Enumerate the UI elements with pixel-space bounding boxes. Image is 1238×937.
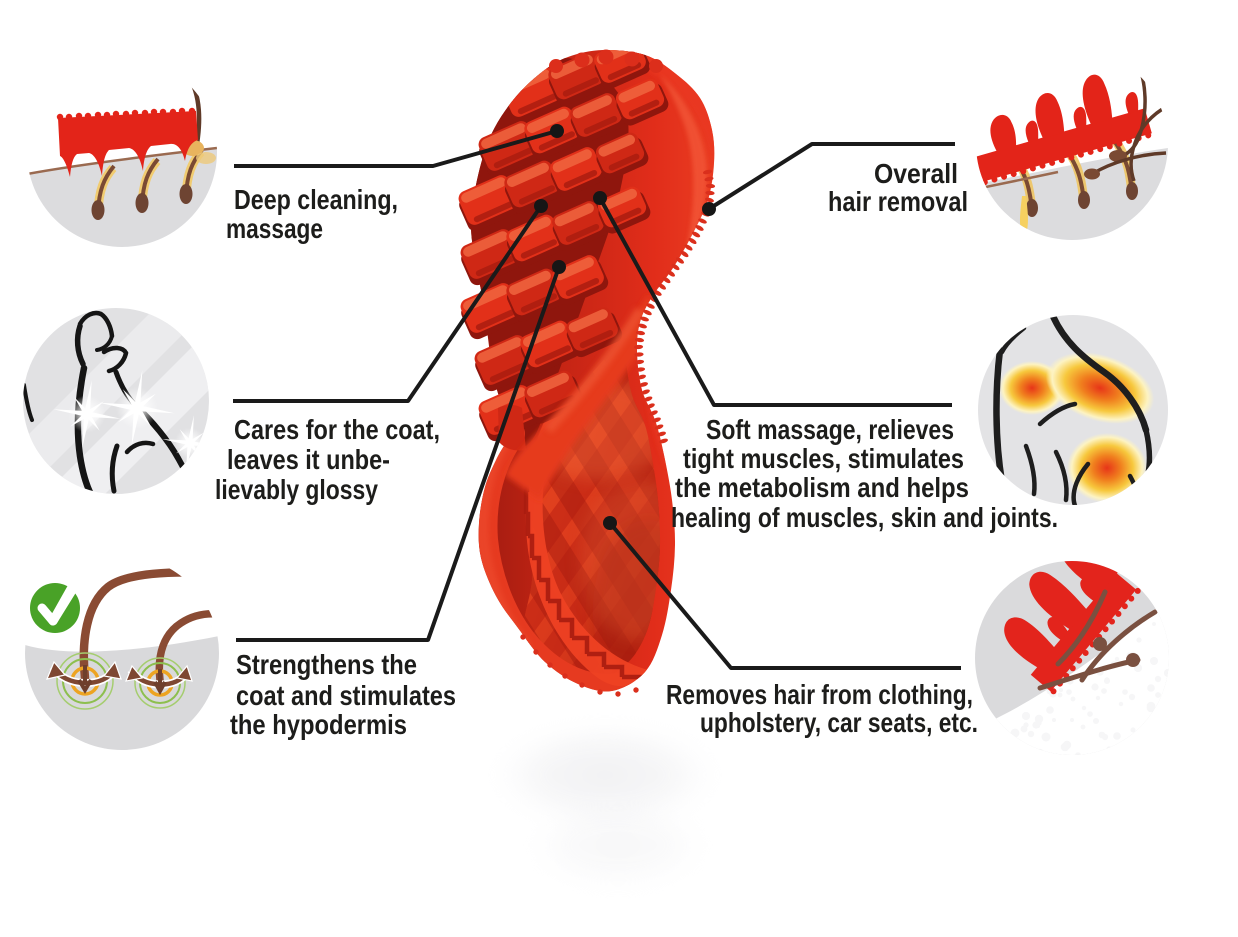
svg-text:the metabolism and helps: the metabolism and helps (675, 472, 969, 503)
svg-text:Deep cleaning,: Deep cleaning, (234, 184, 398, 215)
svg-text:the hypodermis: the hypodermis (230, 709, 407, 740)
svg-text:Cares for the coat,: Cares for the coat, (234, 414, 440, 445)
svg-text:upholstery, car seats, etc.: upholstery, car seats, etc. (700, 707, 978, 738)
svg-text:hair removal: hair removal (828, 186, 968, 217)
svg-text:Strengthens the: Strengthens the (236, 649, 417, 680)
svg-text:massage: massage (226, 213, 323, 244)
svg-text:Overall: Overall (874, 158, 958, 189)
svg-text:coat and stimulates: coat and stimulates (236, 680, 456, 711)
svg-text:Soft massage, relieves: Soft massage, relieves (706, 414, 954, 445)
svg-text:Removes hair from clothing,: Removes hair from clothing, (666, 679, 973, 710)
svg-text:tight muscles, stimulates: tight muscles, stimulates (683, 443, 964, 474)
svg-text:lievably glossy: lievably glossy (215, 474, 378, 505)
svg-text:leaves it unbe-: leaves it unbe- (227, 444, 390, 475)
svg-text:healing of muscles, skin and j: healing of muscles, skin and joints. (671, 502, 1058, 533)
